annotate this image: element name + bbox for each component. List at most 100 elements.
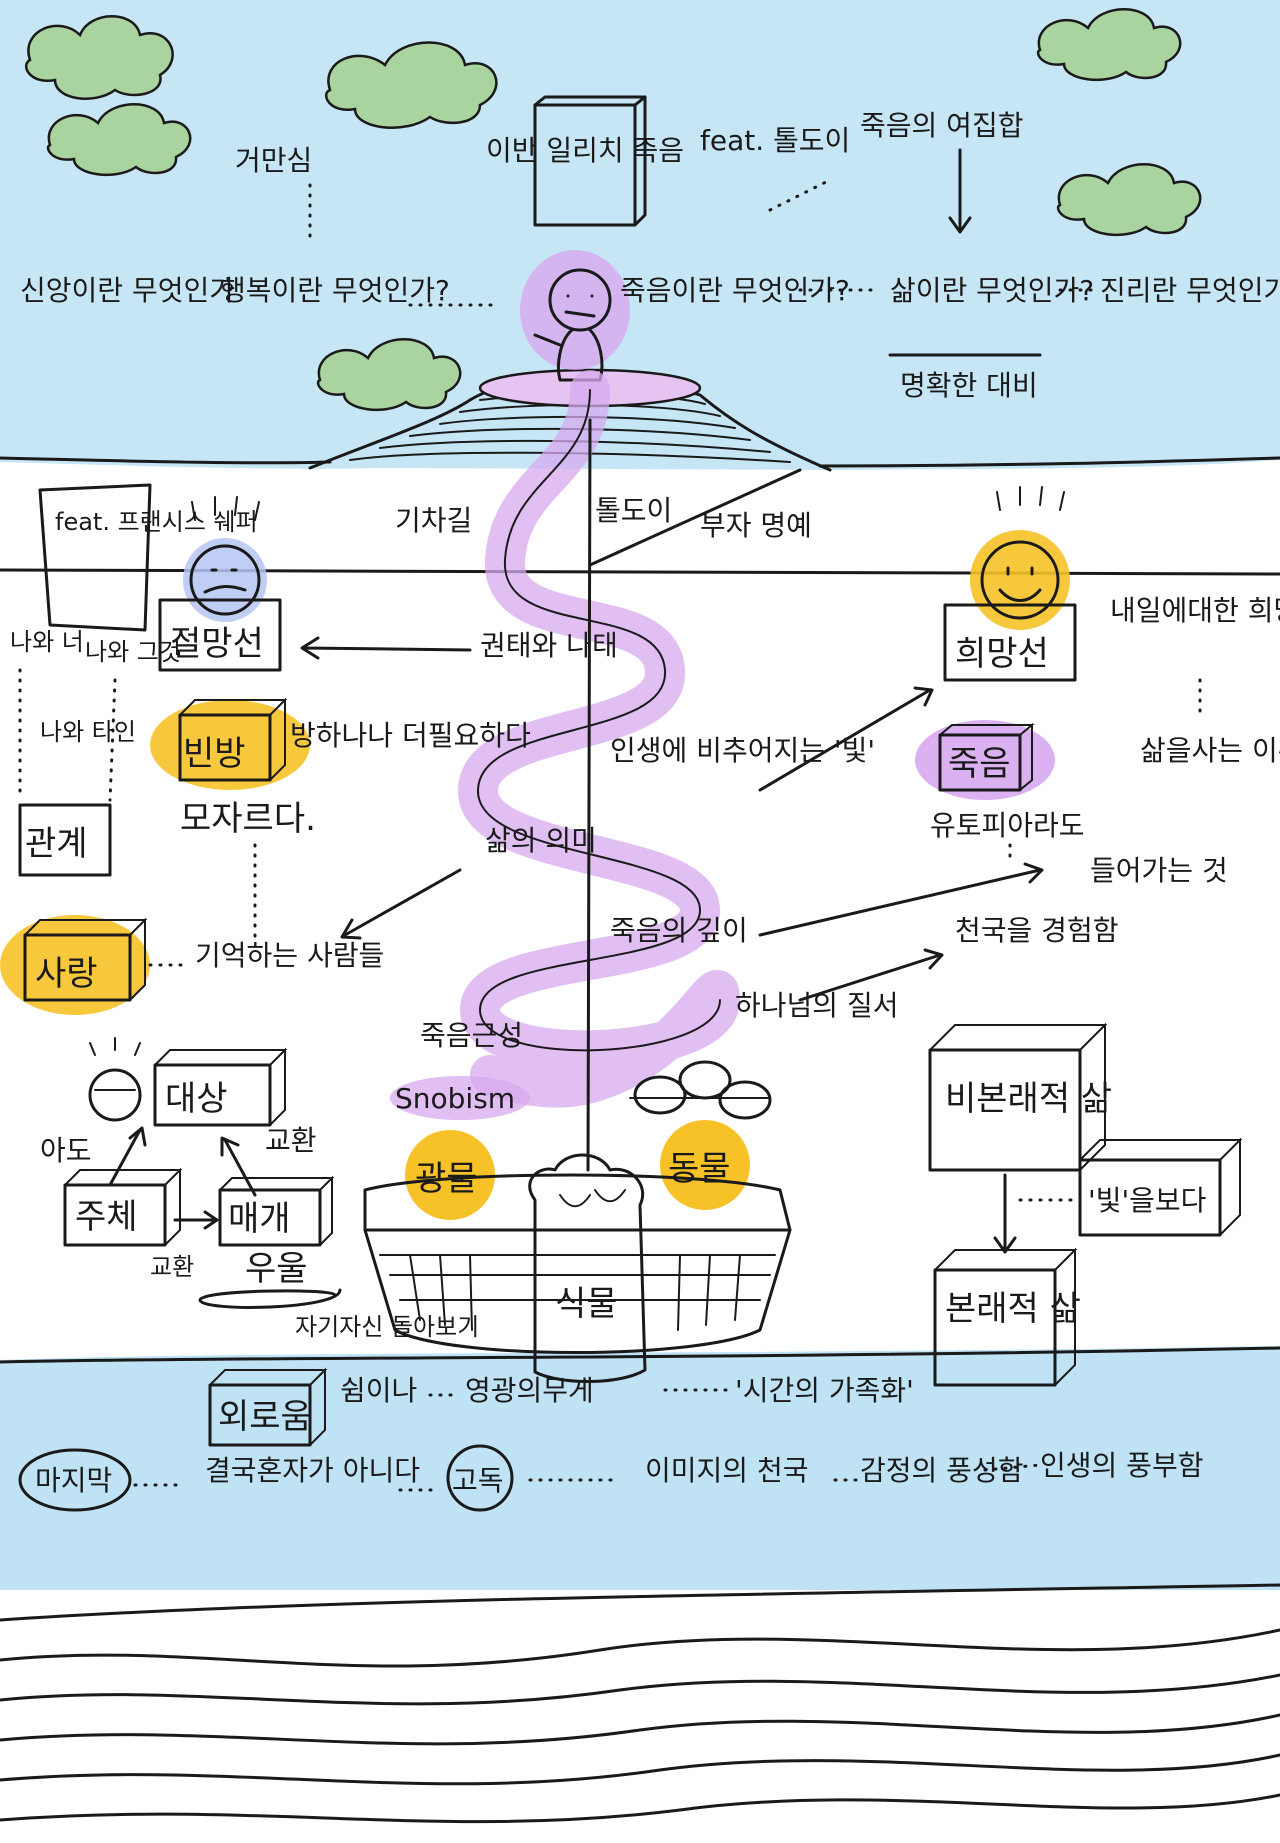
- label-relation: 관계: [25, 824, 88, 864]
- connector: [108, 678, 117, 802]
- label-me-and-other: 나와 너: [10, 628, 84, 656]
- waves: [0, 1583, 1280, 1824]
- cloud-icon: [46, 103, 192, 177]
- label-ethics-taste: 죽음근성: [420, 1019, 523, 1052]
- depression-loop: [198, 1288, 342, 1309]
- connector: [983, 1463, 1042, 1472]
- label-death-box: 죽음: [948, 744, 1011, 784]
- child-face-icon: [88, 1037, 142, 1122]
- arrow-right: [173, 1210, 219, 1230]
- person-icon: [520, 250, 630, 382]
- label-even-hunger: 유토피아라도: [930, 809, 1085, 842]
- label-rich-fame: 부자 명예: [700, 509, 812, 542]
- arrow-down: [993, 1173, 1017, 1254]
- label-reason-live: 삶을사는 이유: [1140, 734, 1280, 767]
- relation-box: [18, 803, 112, 877]
- label-lacking: 모자르다.: [180, 799, 316, 839]
- label-meaning-life: 삶의 의미: [485, 824, 597, 857]
- hope-line-box: [943, 603, 1077, 682]
- plant-icon: [528, 1153, 647, 1383]
- label-see-light: '빛'을보다: [1088, 1184, 1206, 1217]
- label-truth-q: 진리란 무엇인가?: [1100, 274, 1280, 307]
- connector: [768, 178, 832, 212]
- label-plant: 식물: [555, 1284, 618, 1324]
- arrow-left: [300, 636, 472, 660]
- label-me-and-self: 나와 타인: [40, 718, 136, 746]
- label-image-heaven: 이미지의 천국: [645, 1454, 808, 1487]
- waves-background: [0, 1590, 1280, 1843]
- poverty-box: [150, 697, 310, 790]
- snobbish-highlight: [390, 1076, 530, 1120]
- label-not-alone: 결국혼자가 아니다: [205, 1454, 420, 1487]
- label-despair-line: 절망선: [170, 624, 264, 664]
- sea-background: [0, 1346, 1280, 1590]
- despair-line-box: [158, 598, 282, 672]
- arrow-right: [758, 862, 1044, 937]
- book-title: 이반 일리치 죽음: [486, 134, 684, 167]
- label-remember: 기억하는 사람들: [195, 939, 384, 972]
- cloud-icon: [316, 338, 462, 412]
- last-bubble: [18, 1448, 132, 1512]
- arrow-down-left: [340, 868, 462, 940]
- cloud-icon: [1056, 163, 1202, 237]
- medium-box: [218, 1175, 335, 1247]
- label-poverty: 빈방: [183, 734, 246, 774]
- sky-horizon: [0, 460, 1280, 492]
- label-railroad: 기차길: [395, 504, 472, 537]
- label-hope-tomorrow: 내일에대한 희망: [1110, 594, 1280, 627]
- label-me-and-it: 나와 그것: [85, 638, 181, 666]
- label-feat-frances: feat. 프랜시스 쉐퍼: [55, 508, 258, 536]
- book-icon: [533, 95, 647, 227]
- label-hope-line: 희망선: [955, 634, 1049, 674]
- animal-circle: [660, 1120, 750, 1210]
- object-box: [153, 1047, 288, 1127]
- label-self-intro: 자기자신 돌아보기: [295, 1313, 479, 1341]
- loneliness-box: [208, 1367, 328, 1447]
- label-non-real: 비본래적 삶: [945, 1079, 1112, 1119]
- label-love: 사랑: [35, 954, 98, 994]
- arrow-up: [108, 1126, 147, 1187]
- life-path-outline: [476, 389, 721, 1052]
- label-faith: 신앙이란 무엇인가: [20, 274, 235, 307]
- label-medium: 매개: [228, 1199, 291, 1239]
- label-depression: 우울: [245, 1249, 308, 1289]
- label-life-q: 삶이란 무엇인가?: [890, 274, 1094, 307]
- label-death-q: 죽음이란 무엇인가?: [620, 274, 850, 307]
- label-last: 마지막: [35, 1464, 112, 1497]
- cloud-icon: [324, 41, 498, 129]
- label-exchange: 교환: [265, 1124, 317, 1157]
- center-axis: [586, 418, 592, 1172]
- label-happiness: 행복이란 무엇인가?: [220, 274, 450, 307]
- label-life-abundance: 인생의 풍부함: [1040, 1449, 1203, 1482]
- label-time-family: '시간의 가족화': [735, 1374, 914, 1407]
- feat-frances-card: [38, 483, 152, 632]
- label-object: 대상: [165, 1079, 228, 1119]
- label-poverty-desc: 방하나나 더필요하다: [290, 719, 531, 752]
- label-heaven: 천국을 경험함: [955, 914, 1118, 947]
- real-life-box: [933, 1247, 1078, 1387]
- label-child: 아도: [40, 1134, 92, 1167]
- mineral-circle: [405, 1130, 495, 1220]
- label-snobbish: Snobism: [395, 1082, 515, 1115]
- label-clear-contrast: 명확한 대비: [900, 369, 1038, 402]
- label-exchange2: 교환: [150, 1253, 194, 1281]
- arrow-up-right: [798, 948, 944, 1002]
- subject-box: [63, 1167, 183, 1247]
- label-entering: 들어가는 것: [1090, 854, 1228, 887]
- horizon-line: [0, 456, 332, 465]
- label-real-life: 본래적 삶: [945, 1289, 1081, 1329]
- label-death-set: 죽음의 여집합: [860, 109, 1023, 142]
- label-loneliness: 외로움: [218, 1397, 312, 1437]
- label-soul-weight: 영광의무게: [465, 1374, 594, 1407]
- arrow-down: [948, 148, 972, 234]
- label-depth-death: 죽음의 깊이: [610, 914, 748, 947]
- label-other-me: 권태와 나태: [480, 629, 618, 662]
- bowl: [363, 1173, 792, 1354]
- non-real-life-box: [928, 1022, 1108, 1172]
- arrow-up-right: [758, 686, 934, 792]
- mountain: [308, 368, 832, 472]
- solitude-bubble: [446, 1444, 514, 1512]
- label-solitude: 고독: [452, 1464, 504, 1497]
- feat-toldoi: feat. 톨도이: [700, 124, 850, 157]
